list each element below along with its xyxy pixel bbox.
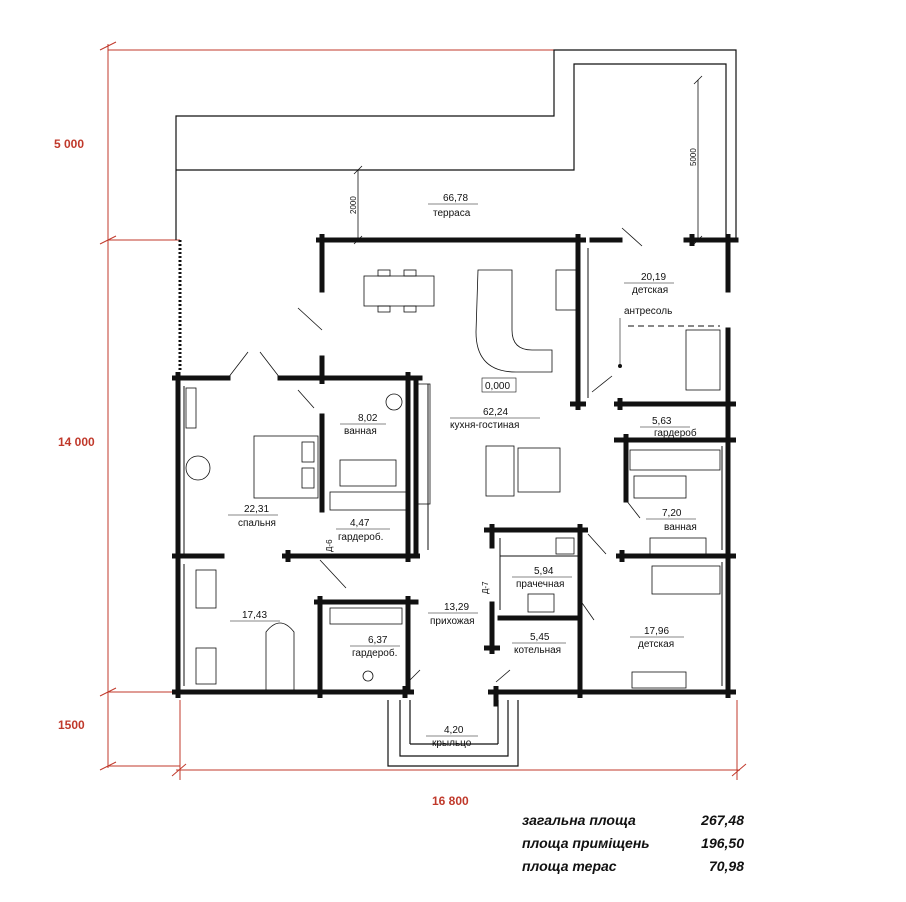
boiler-name: котельная	[514, 645, 561, 656]
summary-total-label: загальна площа	[522, 811, 636, 828]
dim-terrace-inner: 2000	[349, 196, 358, 214]
dim-main-depth: 14 000	[58, 435, 95, 449]
area-summary: загальна площа 267,48 площа приміщень 19…	[522, 808, 782, 877]
wardrobe-left-area: 4,47	[350, 518, 370, 529]
kids-bottom-name: детская	[638, 639, 674, 650]
laundry-area: 5,94	[534, 566, 554, 577]
bath-right-area: 7,20	[662, 508, 682, 519]
thin-lines	[183, 248, 723, 686]
summary-terraces-row: площа терас 70,98	[522, 854, 782, 877]
boiler-area: 5,45	[530, 632, 550, 643]
porch-area: 4,20	[444, 725, 464, 736]
laundry-name: прачечная	[516, 579, 564, 590]
bedroom-area: 22,31	[244, 504, 269, 515]
porch	[387, 700, 519, 767]
hall-name: прихожая	[430, 616, 475, 627]
porch-name: крыльцо	[432, 738, 472, 749]
summary-rooms-label: площа приміщень	[522, 834, 650, 851]
terrace-area: 66,78	[443, 193, 468, 204]
kitchen-name: кухня-гостиная	[450, 420, 519, 431]
terrace-name: терраса	[433, 208, 471, 219]
summary-terraces-value: 70,98	[708, 857, 744, 874]
dim-top-depth: 5 000	[54, 137, 84, 151]
bath-right-name: ванная	[664, 522, 697, 533]
furniture	[185, 269, 721, 690]
bedroom-name: спальня	[238, 518, 276, 529]
room-labels: 66,78 терраса 20,19 детская антресоль 0,…	[228, 193, 697, 749]
hall-area: 13,29	[444, 602, 469, 613]
wardrobe-bottom-name: гардероб.	[352, 647, 397, 659]
kids-bottom-area: 17,96	[644, 626, 669, 637]
kids-top-name: детская	[632, 285, 668, 296]
wardrobe-left-name: гардероб.	[338, 531, 383, 543]
kitchen-area: 62,24	[483, 407, 508, 418]
dim-terrace-outer: 5000	[689, 148, 698, 166]
kids-top-area: 20,19	[641, 272, 666, 283]
mezzanine-label: антресоль	[624, 306, 672, 317]
level-mark: 0,000	[485, 381, 510, 392]
bath-left-area: 8,02	[358, 413, 378, 424]
dim-total-width: 16 800	[432, 794, 469, 808]
dimension-lines	[99, 41, 747, 780]
door-label-d6: Д-6	[325, 539, 334, 552]
summary-total-row: загальна площа 267,48	[522, 808, 782, 831]
doors	[227, 227, 643, 683]
wardrobe-right-name: гардероб	[654, 427, 697, 439]
wardrobe-right-area: 5,63	[652, 416, 672, 427]
summary-total-value: 267,48	[701, 811, 744, 828]
summary-terraces-label: площа терас	[522, 857, 617, 874]
summary-rooms-value: 196,50	[701, 834, 744, 851]
summary-rooms-row: площа приміщень 196,50	[522, 831, 782, 854]
dim-porch-depth: 1500	[58, 718, 85, 732]
terrace-dimension-marks	[353, 75, 703, 245]
wall-joints	[172, 234, 736, 698]
bath-left-name: ванная	[344, 426, 377, 437]
wardrobe-bottom-area: 6,37	[368, 635, 388, 646]
terrace-outline	[175, 49, 737, 240]
door-label-d7: Д-7	[481, 581, 490, 594]
gym-area: 17,43	[242, 610, 267, 621]
